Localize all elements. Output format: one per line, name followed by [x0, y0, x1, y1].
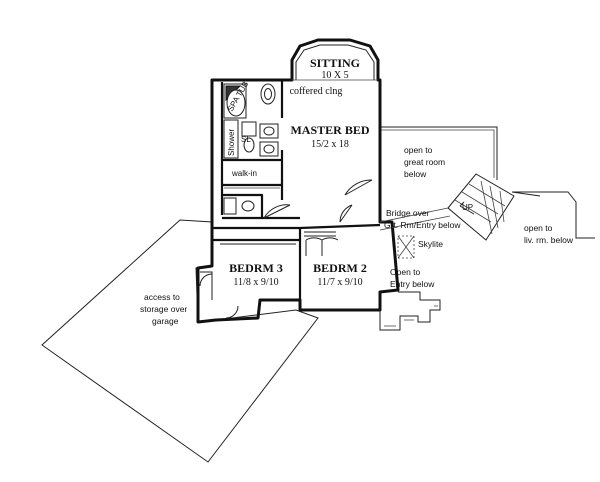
- sink-upper-icon: [263, 126, 275, 136]
- skylite-icon: [397, 235, 415, 259]
- storage-note-1: access to: [144, 292, 180, 302]
- bedrm2-name: BEDRM 2: [313, 261, 367, 275]
- coffered-ceiling-label: coffered clng: [290, 86, 343, 97]
- entry-note-2: Entry below: [390, 279, 435, 289]
- great-room-note-3: below: [404, 169, 427, 179]
- open-to-great-room-outline: [380, 126, 498, 180]
- sitting-room-dims: 10 X 5: [321, 70, 348, 81]
- shower-stall: [223, 119, 239, 159]
- bath-walls: [220, 80, 284, 215]
- storage-note-2: storage over: [140, 304, 187, 314]
- great-room-note-2: great room: [404, 157, 445, 167]
- hall-walls: [212, 223, 381, 310]
- entry-outline: [379, 291, 441, 331]
- master-bed-name: MASTER BED: [290, 123, 369, 137]
- railing-line: [380, 129, 495, 178]
- bedrm3-dims: 11/8 x 9/10: [233, 277, 278, 288]
- bedrm3-bottom-door-icon: [225, 305, 240, 319]
- sitting-room-name: SITTING: [310, 56, 360, 70]
- walk-in-label: walk-in: [231, 169, 257, 178]
- closet-door-swing-icon: [263, 204, 291, 219]
- living-room-note-1: open to: [524, 223, 553, 233]
- skylite-label: Skylite: [418, 239, 443, 249]
- stairs-up-label: UP: [462, 203, 473, 212]
- living-room-note-2: liv. rm. below: [524, 235, 574, 245]
- bedrm2-dims: 11/7 x 9/10: [317, 277, 362, 288]
- master-door-swing-icon: [344, 179, 373, 196]
- bridge-note-1: Bridge over: [386, 208, 430, 218]
- closet-walls: [222, 193, 300, 220]
- storage-access-door-icon: [199, 271, 213, 300]
- bedrm2-door-swing-icon: [305, 237, 339, 256]
- spa-tub-basin-icon: [226, 89, 246, 117]
- bridge-note-2: Grt. Rm/Entry below: [384, 220, 461, 230]
- garage-roof-outline: [41, 219, 319, 463]
- bedrm2-closet-doors: [304, 231, 336, 237]
- toilet-tank-icon: [241, 121, 257, 137]
- storage-note-3: garage: [152, 316, 179, 326]
- bedrm3-name: BEDRM 3: [229, 261, 283, 275]
- sink-lower-icon: [263, 144, 275, 154]
- entry-steps: [384, 305, 438, 327]
- hall-door-swing-icon: [339, 204, 353, 223]
- staircase: [379, 173, 515, 241]
- master-bed-dims: 15/2 x 18: [311, 139, 349, 150]
- shower-label: Shower: [227, 129, 236, 156]
- great-room-note-1: open to: [404, 145, 433, 155]
- entry-note-1: Open to: [390, 267, 421, 277]
- exterior-walls: [196, 38, 400, 324]
- sl-label: SL: [241, 135, 251, 144]
- vanity-sink-inner-icon: [264, 88, 272, 100]
- toilet-bowl-icon: [243, 137, 255, 153]
- hall-bath-sink-icon: [241, 200, 255, 212]
- open-to-living-room-outline: [511, 191, 595, 239]
- sitting-bay-inner: [295, 44, 375, 80]
- hall-bath-toilet-icon: [223, 197, 237, 215]
